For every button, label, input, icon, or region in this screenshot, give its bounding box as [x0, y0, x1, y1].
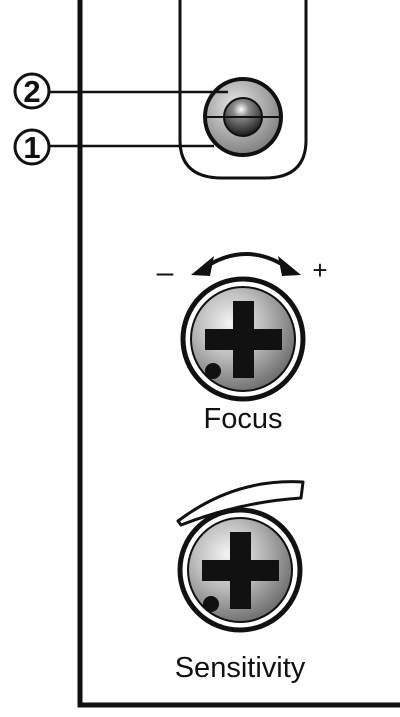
sensitivity-adjustment-screw-icon[interactable] [180, 510, 300, 630]
callout-1-badge: 1 [15, 130, 49, 165]
callout-2-number: 2 [23, 74, 40, 109]
focus-plus-sign: + [312, 255, 327, 285]
focus-label: Focus [204, 403, 283, 435]
focus-adjustment-screw-icon[interactable] [183, 279, 303, 399]
callout-2-badge: 2 [15, 74, 49, 109]
callout-1-number: 1 [23, 130, 40, 165]
double-headed-arc-arrow-icon [191, 254, 301, 276]
sensitivity-label: Sensitivity [175, 652, 306, 684]
focus-minus-sign: – [157, 256, 174, 289]
